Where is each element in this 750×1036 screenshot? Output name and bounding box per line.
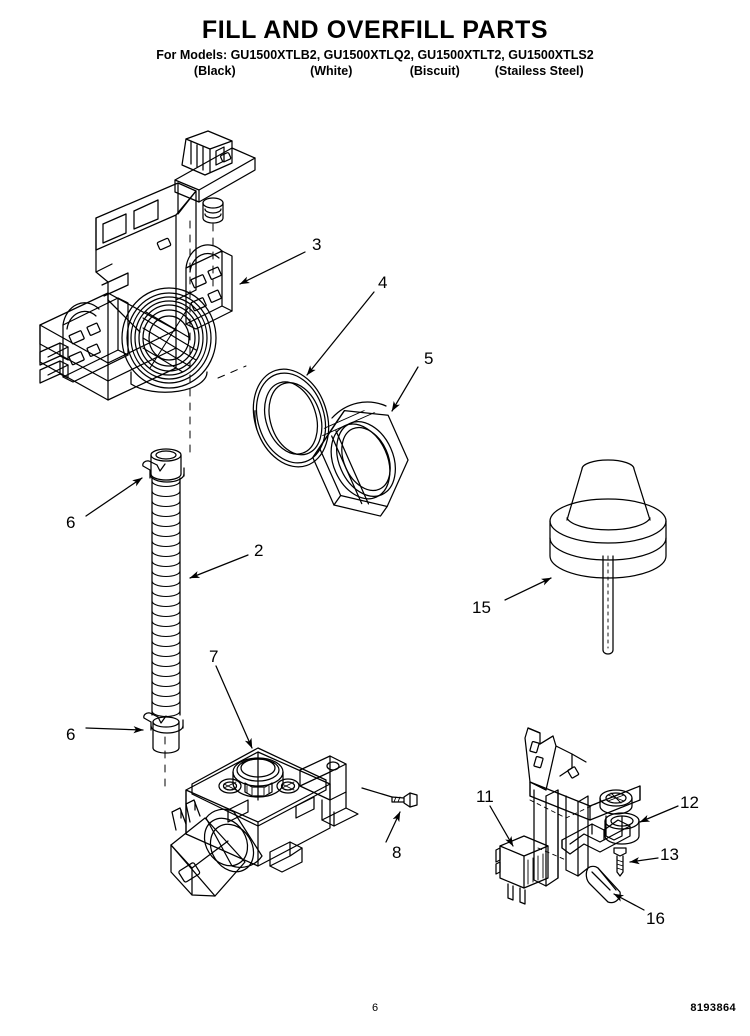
callout-11: 11 [476, 787, 494, 806]
leader-2 [189, 554, 249, 579]
callout-5: 5 [424, 349, 433, 368]
part-7-water-inlet-valve [170, 747, 359, 897]
callout-15: 15 [472, 598, 491, 617]
leader-11 [489, 805, 514, 847]
callout-2: 2 [254, 541, 263, 560]
part-6-hose-clamp-upper [142, 460, 185, 483]
callout-3: 3 [312, 235, 321, 254]
leader-16 [613, 893, 645, 911]
color-label-white: (White) [310, 64, 353, 78]
color-legend-row: (Black) (White) (Biscuit) (Stailess Stee… [0, 64, 750, 78]
callout-8: 8 [392, 843, 401, 862]
callout-7: 7 [209, 647, 218, 666]
leader-4 [306, 291, 375, 376]
callout-4: 4 [378, 273, 387, 292]
part-3-overfill-housing [39, 130, 256, 401]
callout-16: 16 [646, 909, 665, 928]
leader-3 [239, 251, 306, 285]
leader-12 [639, 805, 679, 823]
color-label-biscuit: (Biscuit) [409, 64, 460, 78]
publication-part-number: 8193864 [690, 1002, 736, 1014]
callout-6-upper: 6 [66, 513, 75, 532]
float-switch-bracket-assembly [524, 727, 641, 887]
part-4-gasket-ring [252, 368, 330, 468]
callout-12: 12 [680, 793, 699, 812]
color-label-black: (Black) [193, 64, 236, 78]
leader-13 [629, 857, 659, 865]
alignment-centerlines [164, 220, 247, 791]
part-8-valve-mounting-screw [361, 787, 418, 843]
part-11-float-switch [495, 835, 549, 905]
page-title: FILL AND OVERFILL PARTS [201, 16, 549, 44]
part-15-float-assembly [549, 459, 667, 655]
color-label-steel: (Stailess Steel) [494, 64, 584, 78]
leader-6-upper [85, 477, 143, 517]
leader-5 [391, 366, 419, 412]
models-line: For Models: GU1500XTLB2, GU1500XTLQ2, GU… [156, 48, 594, 62]
leader-15 [504, 577, 552, 601]
leader-6-lower [85, 726, 144, 734]
part-13-switch-screw [613, 847, 627, 877]
callout-13: 13 [660, 845, 679, 864]
part-12-float-grommet [599, 789, 640, 845]
callout-6-lower: 6 [66, 725, 75, 744]
part-16-actuator-lever [585, 865, 621, 904]
leader-7 [215, 665, 253, 749]
page-number: 6 [371, 1002, 379, 1014]
part-6-hose-clamp-lower [143, 712, 184, 734]
part-5-hex-lock-nut [312, 401, 409, 517]
part-2-corrugated-fill-hose [150, 448, 182, 754]
